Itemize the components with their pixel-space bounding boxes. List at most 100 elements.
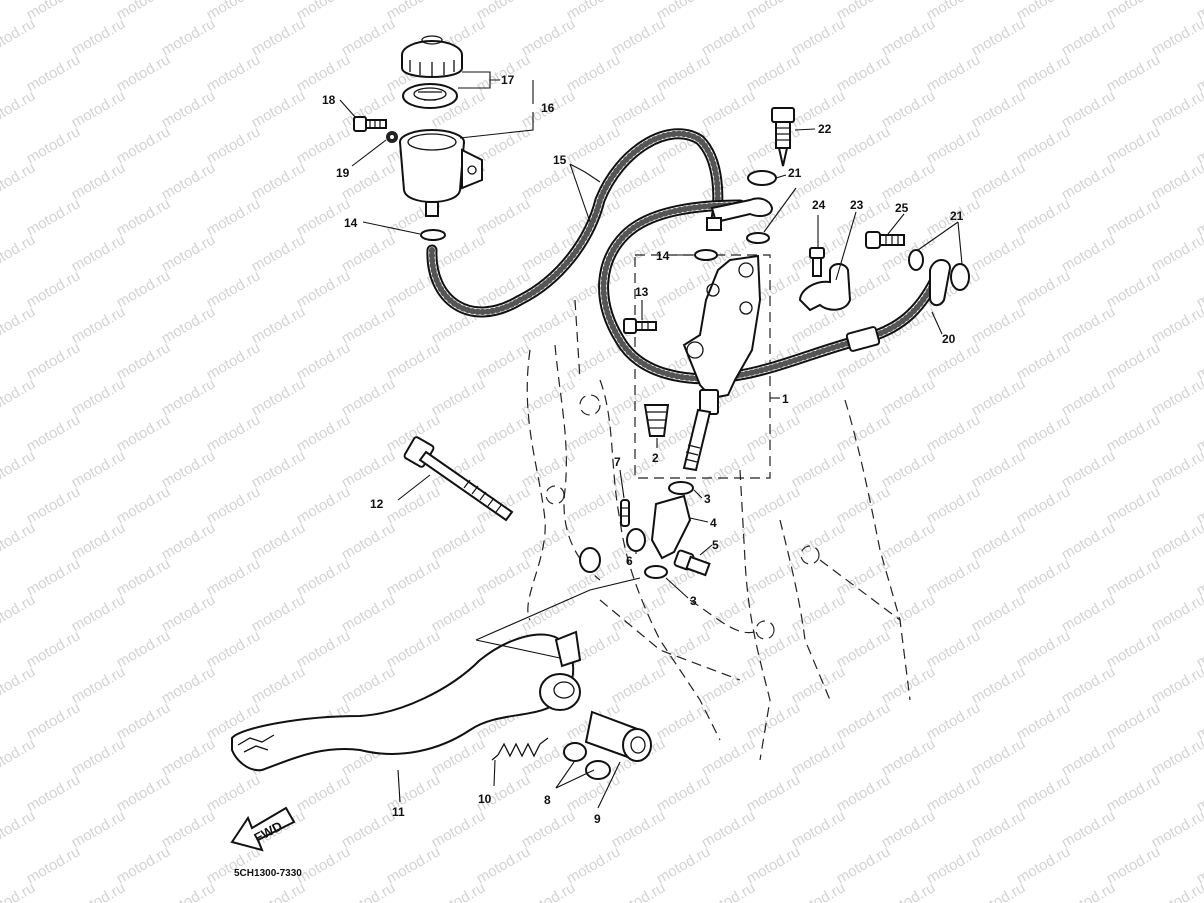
watermark-text: motod.ru	[384, 843, 444, 887]
watermark-text: motod.ru	[654, 627, 714, 671]
watermark-text: motod.ru	[339, 591, 399, 635]
watermark-text: motod.ru	[204, 771, 264, 815]
watermark-text: motod.ru	[0, 591, 38, 635]
watermark-text: motod.ru	[519, 15, 579, 59]
watermark-text: motod.ru	[159, 735, 219, 779]
watermark-text: motod.ru	[294, 843, 354, 887]
callout-17: 17	[501, 73, 515, 87]
watermark-text: motod.ru	[1149, 231, 1204, 275]
watermark-text: motod.ru	[339, 879, 399, 903]
watermark-text: motod.ru	[474, 339, 534, 383]
watermark-text: motod.ru	[69, 303, 129, 347]
watermark-text: motod.ru	[1014, 267, 1074, 311]
watermark-text: motod.ru	[1149, 591, 1204, 635]
watermark-text: motod.ru	[429, 591, 489, 635]
watermark-text: motod.ru	[159, 15, 219, 59]
reservoir-body	[399, 129, 483, 217]
watermark-text: motod.ru	[924, 411, 984, 455]
watermark-text: motod.ru	[1149, 375, 1204, 419]
watermark-text: motod.ru	[564, 411, 624, 455]
watermark-text: motod.ru	[1059, 807, 1119, 851]
reservoir-washer	[386, 131, 398, 143]
watermark-text: motod.ru	[834, 699, 894, 743]
watermark-text: motod.ru	[1014, 555, 1074, 599]
watermark-text: motod.ru	[0, 375, 38, 419]
watermark-text: motod.ru	[249, 519, 309, 563]
watermark-text: motod.ru	[1149, 663, 1204, 707]
watermark-text: motod.ru	[1149, 159, 1204, 203]
watermark-text: motod.ru	[519, 375, 579, 419]
leader-lines	[339, 71, 963, 809]
callout-11: 11	[392, 805, 405, 819]
watermark-text: motod.ru	[969, 591, 1029, 635]
watermark-text: motod.ru	[924, 123, 984, 167]
watermark-text: motod.ru	[69, 375, 129, 419]
watermark-text: motod.ru	[294, 339, 354, 383]
watermark-text: motod.ru	[1059, 15, 1119, 59]
clevis	[650, 494, 692, 560]
watermark-text: motod.ru	[879, 447, 939, 491]
watermark-text: motod.ru	[789, 807, 849, 851]
watermark-text: motod.ru	[924, 51, 984, 95]
watermark-text: motod.ru	[699, 735, 759, 779]
watermark-text: motod.ru	[1149, 519, 1204, 563]
callout-20: 20	[942, 332, 956, 346]
watermark-text: motod.ru	[879, 159, 939, 203]
watermark-text: motod.ru	[429, 879, 489, 903]
callout-6: 6	[626, 554, 633, 568]
watermark-text: motod.ru	[204, 195, 264, 239]
watermark-text: motod.ru	[789, 591, 849, 635]
watermark-text: motod.ru	[114, 555, 174, 599]
watermark-text: motod.ru	[969, 87, 1029, 131]
watermark-text: motod.ru	[1194, 0, 1204, 23]
watermark-text: motod.ru	[699, 591, 759, 635]
watermark-text: motod.ru	[429, 807, 489, 851]
watermark-text: motod.ru	[969, 15, 1029, 59]
watermark-text: motod.ru	[564, 843, 624, 887]
watermark-text: motod.ru	[69, 159, 129, 203]
watermark-text: motod.ru	[114, 843, 174, 887]
watermark-text: motod.ru	[0, 87, 38, 131]
watermark-text: motod.ru	[114, 339, 174, 383]
watermark-text: motod.ru	[1014, 843, 1074, 887]
watermark-text: motod.ru	[384, 339, 444, 383]
watermark-text: motod.ru	[294, 267, 354, 311]
watermark-text: motod.ru	[1059, 519, 1119, 563]
watermark-text: motod.ru	[1104, 267, 1164, 311]
callout-13: 13	[635, 285, 649, 299]
watermark-text: motod.ru	[924, 843, 984, 887]
watermark-text: motod.ru	[24, 843, 84, 887]
watermark-text: motod.ru	[204, 483, 264, 527]
reservoir-cap	[401, 35, 463, 109]
watermark-text: motod.ru	[1059, 303, 1119, 347]
watermark-text: motod.ru	[159, 375, 219, 419]
watermark-text: motod.ru	[0, 519, 38, 563]
callout-1: 1	[782, 392, 789, 406]
watermark-text: motod.ru	[564, 483, 624, 527]
watermark-text: motod.ru	[114, 195, 174, 239]
callout-15: 15	[553, 153, 567, 167]
watermark-text: motod.ru	[249, 15, 309, 59]
watermark-text: motod.ru	[519, 519, 579, 563]
pivot-bolt	[403, 436, 514, 522]
watermark-text: motod.ru	[294, 51, 354, 95]
watermark-text: motod.ru	[789, 15, 849, 59]
watermark-text: motod.ru	[924, 555, 984, 599]
watermark-text: motod.ru	[789, 375, 849, 419]
o-ring	[563, 742, 587, 762]
watermark-text: motod.ru	[1014, 411, 1074, 455]
watermark-text: motod.ru	[1059, 159, 1119, 203]
watermark-text: motod.ru	[1014, 195, 1074, 239]
copper-washer-b	[746, 232, 770, 244]
lock-nut-upper	[668, 481, 694, 495]
watermark-text: motod.ru	[159, 447, 219, 491]
watermark-text: motod.ru	[1059, 879, 1119, 903]
watermark-text: motod.ru	[159, 591, 219, 635]
push-rod-boot	[643, 404, 670, 437]
watermark-text: motod.ru	[249, 447, 309, 491]
watermark-text: motod.ru	[249, 159, 309, 203]
watermark-text: motod.ru	[384, 627, 444, 671]
diagram-code: 5CH1300-7330	[234, 868, 302, 879]
watermark-text: motod.ru	[969, 303, 1029, 347]
